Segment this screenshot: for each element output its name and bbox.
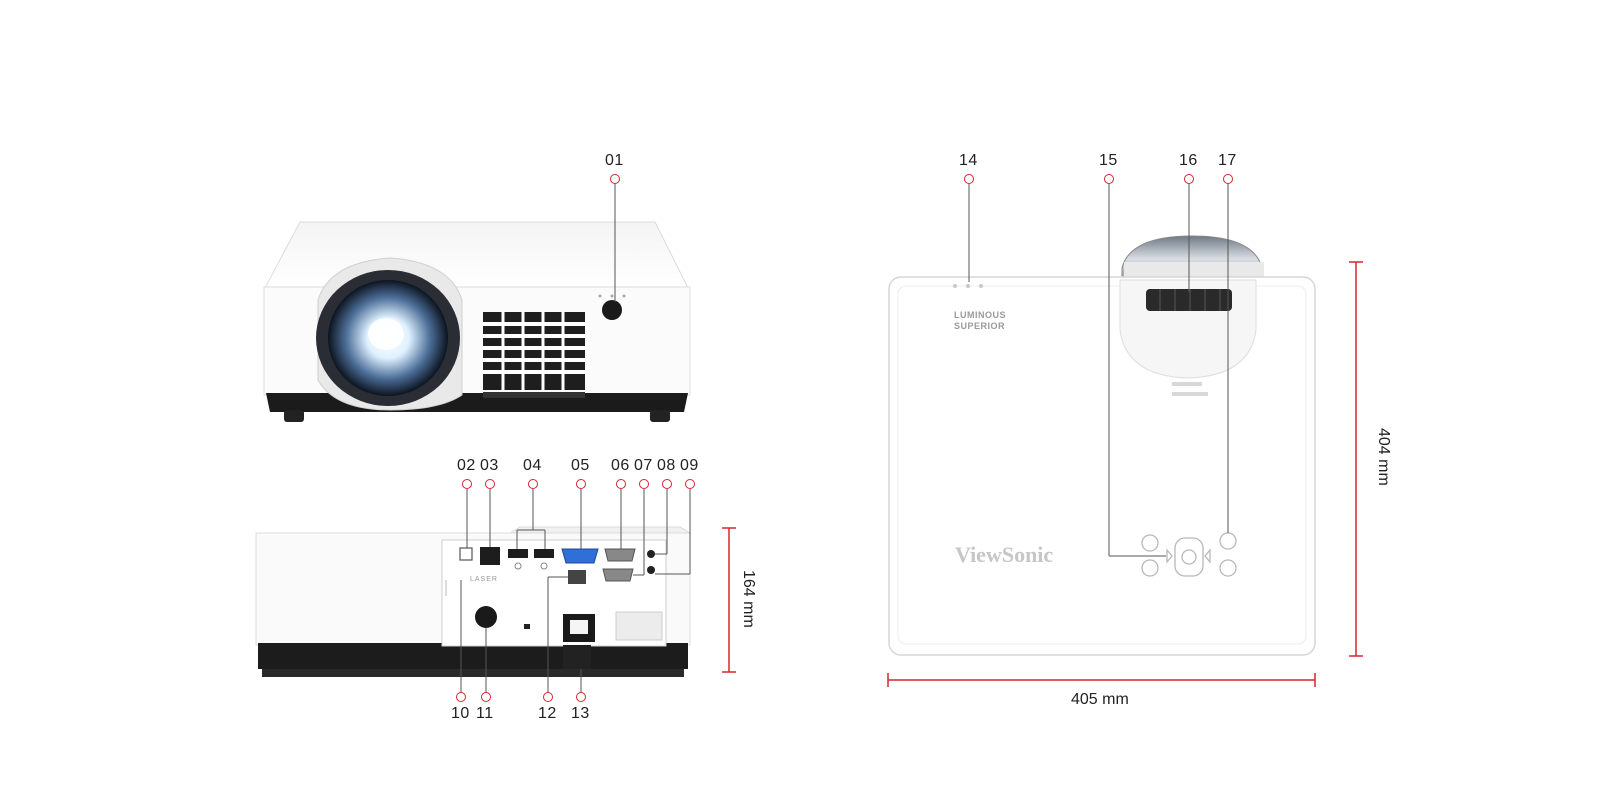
callout-label-15: 15 bbox=[1099, 152, 1118, 169]
hdmi-1-port bbox=[508, 549, 528, 558]
dimension-lines bbox=[722, 261, 1363, 687]
usb-b-port bbox=[459, 547, 473, 561]
callout-marker-16 bbox=[1184, 174, 1194, 184]
callout-label-14: 14 bbox=[959, 152, 978, 169]
callout-label-07: 07 bbox=[634, 457, 653, 474]
top-view-projector bbox=[888, 235, 1316, 656]
vga-port bbox=[561, 548, 599, 564]
callout-marker-14 bbox=[964, 174, 974, 184]
leader-lines bbox=[460, 184, 1229, 694]
callout-label-04: 04 bbox=[523, 457, 542, 474]
callout-label-02: 02 bbox=[457, 457, 476, 474]
callout-marker-11 bbox=[481, 692, 491, 702]
front-vent-grille bbox=[483, 312, 585, 398]
callout-marker-04 bbox=[528, 479, 538, 489]
rs232-port bbox=[602, 568, 634, 582]
callout-label-01: 01 bbox=[605, 152, 624, 169]
callout-marker-01 bbox=[610, 174, 620, 184]
laser-text: LASER bbox=[470, 576, 498, 583]
callout-label-16: 16 bbox=[1179, 152, 1198, 169]
focus-ring bbox=[1146, 289, 1232, 311]
callout-label-11: 11 bbox=[476, 705, 494, 722]
callout-marker-17 bbox=[1223, 174, 1233, 184]
rj45-port bbox=[480, 547, 500, 565]
audio-out-jack bbox=[647, 566, 655, 574]
callout-marker-09 bbox=[685, 479, 695, 489]
callout-label-09: 09 bbox=[680, 457, 699, 474]
height-dimension-label: 164 mm bbox=[740, 570, 757, 628]
width-dimension-label: 405 mm bbox=[1071, 691, 1129, 708]
callout-marker-10 bbox=[456, 692, 466, 702]
callout-label-17: 17 bbox=[1218, 152, 1237, 169]
callout-marker-12 bbox=[543, 692, 553, 702]
callout-label-13: 13 bbox=[571, 705, 590, 722]
control-keypad bbox=[1141, 532, 1237, 577]
callout-marker-15 bbox=[1104, 174, 1114, 184]
badge-text-line2: SUPERIOR bbox=[954, 321, 1006, 331]
depth-dimension-label: 404 mm bbox=[1375, 428, 1392, 486]
callout-marker-02 bbox=[462, 479, 472, 489]
brand-logo: ViewSonic bbox=[955, 542, 1054, 567]
rear-vent bbox=[615, 611, 663, 641]
callout-label-08: 08 bbox=[657, 457, 676, 474]
vga-out-port bbox=[604, 548, 636, 562]
callout-marker-08 bbox=[662, 479, 672, 489]
callout-marker-13 bbox=[576, 692, 586, 702]
hdmi-2-port bbox=[534, 549, 554, 558]
ir-sensor bbox=[602, 300, 622, 320]
callout-marker-03 bbox=[485, 479, 495, 489]
callout-label-10: 10 bbox=[451, 705, 470, 722]
callout-label-03: 03 bbox=[480, 457, 499, 474]
callout-marker-06 bbox=[616, 479, 626, 489]
callout-label-05: 05 bbox=[571, 457, 590, 474]
callout-marker-05 bbox=[576, 479, 586, 489]
callout-marker-07 bbox=[639, 479, 649, 489]
rear-speaker bbox=[475, 606, 497, 628]
audio-in-jack bbox=[647, 550, 655, 558]
service-port bbox=[568, 570, 586, 584]
callout-label-12: 12 bbox=[538, 705, 557, 722]
rear-view-projector bbox=[255, 526, 692, 677]
badge-text-line1: LUMINOUS bbox=[954, 310, 1006, 320]
front-view-projector bbox=[263, 221, 691, 422]
callout-label-06: 06 bbox=[611, 457, 630, 474]
